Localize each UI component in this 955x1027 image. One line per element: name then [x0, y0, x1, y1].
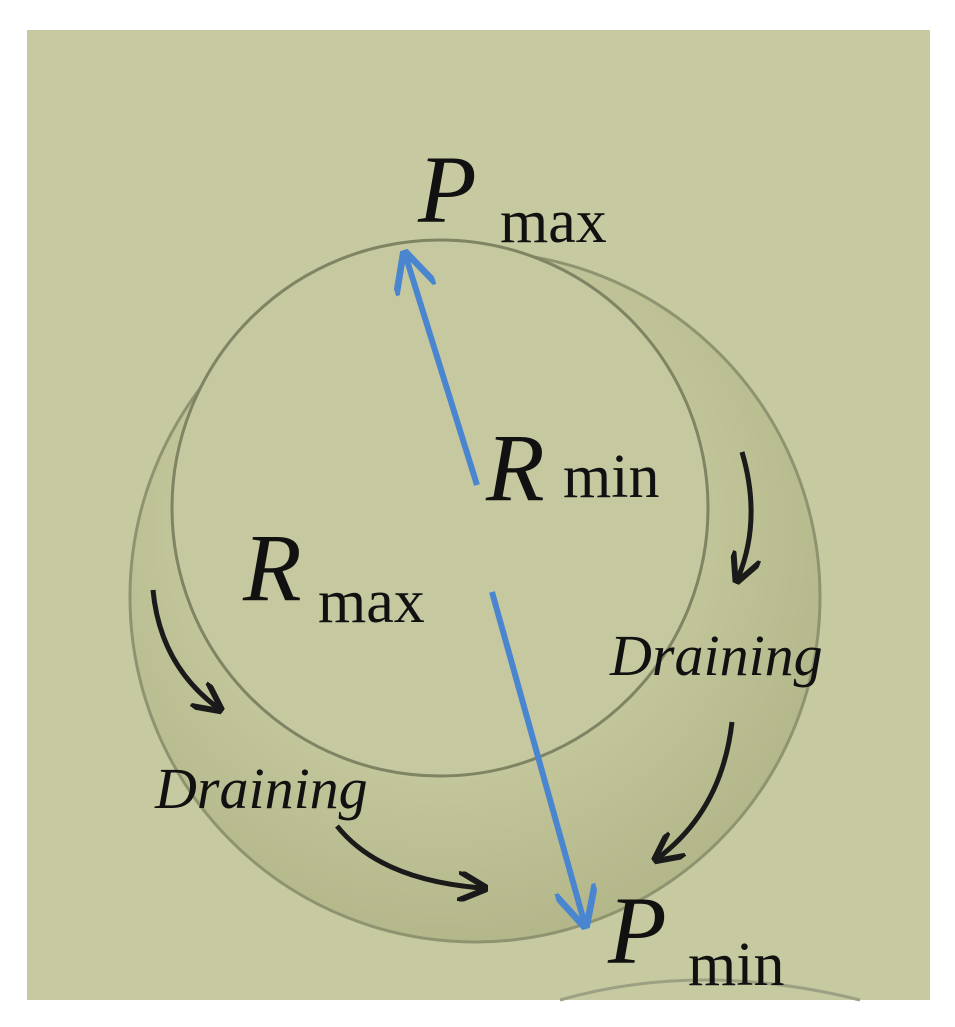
p-min-symbol: P [607, 877, 667, 984]
r-min-symbol: R [485, 414, 545, 521]
p-min-subscript: min [688, 931, 784, 999]
draining-label-right: Draining [609, 623, 823, 688]
inner-bubble [170, 238, 710, 778]
p-min-label: P min [607, 877, 784, 999]
r-max-arrow [489, 591, 585, 925]
r-min-arrow [405, 254, 480, 486]
r-min-subscript: min [563, 443, 659, 511]
r-max-symbol: R [242, 514, 302, 621]
draining-label-left: Draining [154, 756, 368, 821]
p-max-label: P max [417, 136, 607, 256]
p-max-symbol: P [417, 136, 477, 243]
drain-arrow-right-bottom [658, 721, 735, 858]
r-max-label: R max [242, 514, 425, 636]
r-min-label: R min [485, 414, 659, 521]
drain-arrow-left-bottom [335, 824, 482, 888]
neighbor-bubble-edge [559, 978, 861, 1002]
drain-arrow-left-top [150, 589, 218, 708]
p-max-subscript: max [500, 188, 607, 256]
drain-arrow-right-top [738, 451, 751, 578]
r-max-subscript: max [318, 568, 425, 636]
